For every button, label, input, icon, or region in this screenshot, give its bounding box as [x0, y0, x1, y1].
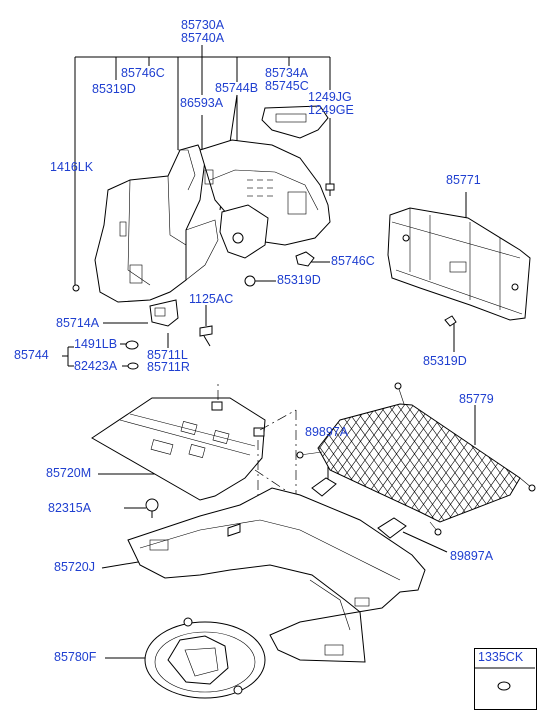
part-label-85319d-mid: 85319D — [277, 273, 321, 287]
part-label-85744: 85744 — [14, 348, 49, 362]
part-label-89897a-bottom: 89897A — [450, 549, 494, 563]
quarter-trim-panel — [94, 144, 219, 303]
net-hooks — [311, 477, 407, 539]
part-label-1249jg: 1249JG — [308, 90, 352, 104]
part-label-1249ge: 1249GE — [308, 103, 354, 117]
part-label-85319d-right: 85319D — [423, 354, 467, 368]
part-box-1335ck — [474, 648, 537, 710]
part-label-85771: 85771 — [446, 173, 481, 187]
part-label-85780f: 85780F — [54, 650, 97, 664]
part-label-85319d-top: 85319D — [92, 82, 136, 96]
rear-panel-trim — [387, 207, 531, 327]
part-label-85746c-top: 85746C — [121, 66, 165, 80]
part-label-85711l: 85711L — [147, 348, 188, 362]
part-label-85730a: 85730A — [181, 18, 225, 32]
part-label-1491lb: 1491LB — [74, 337, 118, 351]
part-label-1416lk: 1416LK — [50, 160, 94, 174]
part-label-82315a: 82315A — [48, 501, 92, 515]
part-label-85779: 85779 — [459, 392, 494, 406]
part-label-1125ac: 1125AC — [189, 292, 234, 306]
luggage-floor-trim — [127, 487, 426, 663]
luggage-cover-board — [91, 397, 266, 501]
part-label-85744b: 85744B — [215, 81, 259, 95]
spare-tire-tray — [144, 617, 266, 699]
part-label-85720j: 85720J — [54, 560, 96, 574]
part-label-85734a: 85734A — [265, 66, 309, 80]
fasteners — [72, 284, 213, 518]
part-label-1335ck: 1335CK — [478, 650, 524, 664]
plug-symbol — [474, 667, 535, 691]
part-label-85745c: 85745C — [265, 79, 309, 93]
part-label-85740a: 85740A — [181, 31, 225, 45]
side-panel — [199, 105, 335, 287]
part-label-86593a: 86593A — [180, 96, 224, 110]
part-label-82423a: 82423A — [74, 359, 118, 373]
leader-lines — [62, 45, 476, 659]
part-label-89897a-top: 89897A — [305, 425, 349, 439]
part-label-85746c-mid: 85746C — [331, 254, 375, 268]
part-label-85720m: 85720M — [46, 466, 92, 480]
part-label-85714a: 85714A — [56, 316, 100, 330]
part-label-85711r: 85711R — [147, 360, 190, 374]
